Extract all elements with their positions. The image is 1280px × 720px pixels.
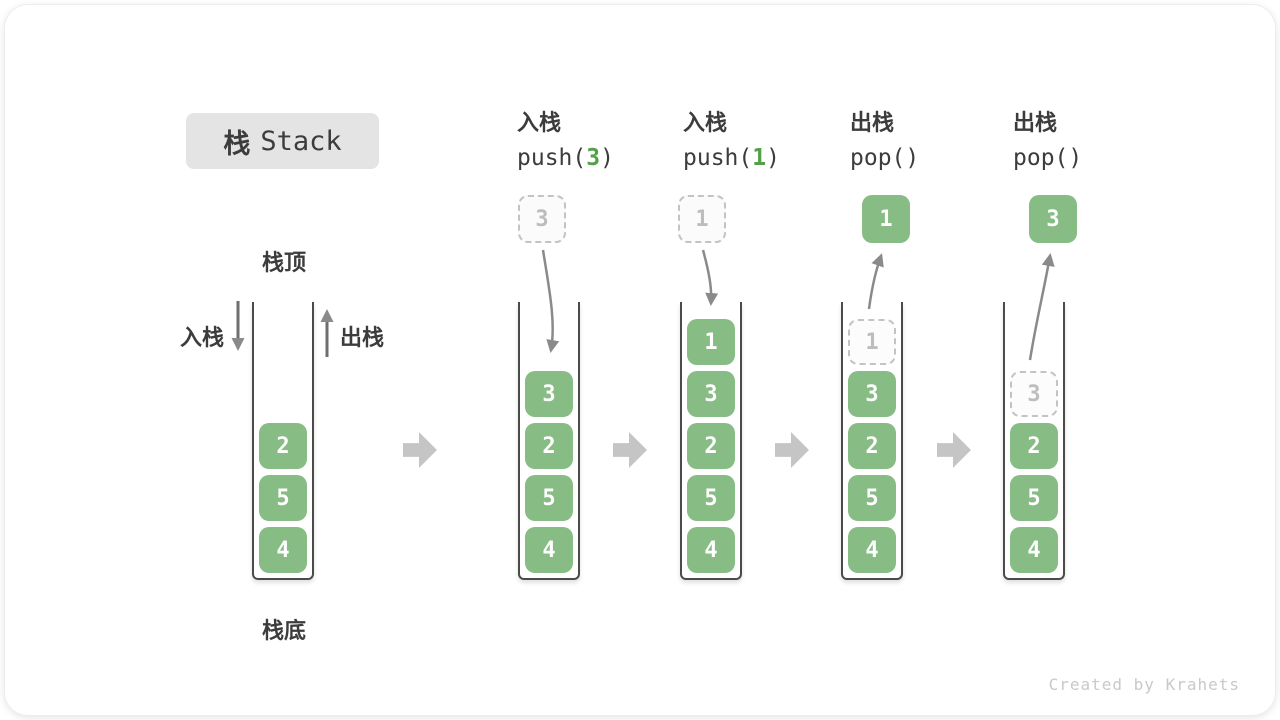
pushed-value-box: 1 xyxy=(678,195,726,243)
op-code: push(1) xyxy=(683,142,853,174)
stack-item: 4 xyxy=(259,527,307,573)
op-code: push(3) xyxy=(517,142,687,174)
stack-after-push3: 3 2 5 4 xyxy=(518,302,580,580)
stack-item: 4 xyxy=(1010,527,1058,573)
stack-after-push1: 1 3 2 5 4 xyxy=(680,302,742,580)
stack-item-removed: 3 xyxy=(1010,371,1058,417)
op-code: pop() xyxy=(1013,142,1183,174)
stack-item: 2 xyxy=(1010,423,1058,469)
stack-after-pop1: 1 3 2 5 4 xyxy=(841,302,903,580)
code-pre: pop() xyxy=(850,145,920,171)
code-arg: 1 xyxy=(752,145,767,171)
stack-item: 4 xyxy=(848,527,896,573)
op-code: pop() xyxy=(850,142,1020,174)
op-header-pop1: 出栈 pop() xyxy=(850,108,1020,174)
op-header-push1: 入栈 push(1) xyxy=(683,108,853,174)
title-zh: 栈 xyxy=(223,128,251,159)
popped-value-box: 1 xyxy=(862,195,910,243)
code-pre: push( xyxy=(683,145,753,171)
stack-item: 4 xyxy=(687,527,735,573)
op-name: 入栈 xyxy=(683,110,728,135)
popped-value-box: 3 xyxy=(1029,195,1077,243)
stack-item: 3 xyxy=(525,371,573,417)
stack-item: 2 xyxy=(848,423,896,469)
code-post: ) xyxy=(600,145,614,171)
stack-item: 2 xyxy=(259,423,307,469)
op-name: 出栈 xyxy=(1013,110,1058,135)
op-header-push3: 入栈 push(3) xyxy=(517,108,687,174)
stack-after-pop3: 3 2 5 4 xyxy=(1003,302,1065,580)
stack-item: 1 xyxy=(687,319,735,365)
code-pre: push( xyxy=(517,145,587,171)
label-push-side: 入栈 xyxy=(179,325,224,350)
stack-initial: 2 5 4 xyxy=(252,302,314,580)
stack-item: 3 xyxy=(687,371,735,417)
op-header-pop3: 出栈 pop() xyxy=(1013,108,1183,174)
watermark: Created by Krahets xyxy=(1048,675,1240,694)
stack-item: 5 xyxy=(525,475,573,521)
diagram-title: 栈 Stack xyxy=(186,113,379,169)
pushed-value-box: 3 xyxy=(518,195,566,243)
code-pre: pop() xyxy=(1013,145,1083,171)
stack-item: 3 xyxy=(848,371,896,417)
label-pop-side: 出栈 xyxy=(340,325,385,350)
stack-item-removed: 1 xyxy=(848,319,896,365)
stack-item: 5 xyxy=(1010,475,1058,521)
op-name: 出栈 xyxy=(850,110,895,135)
op-name: 入栈 xyxy=(517,110,562,135)
title-en: Stack xyxy=(260,125,342,157)
label-stack-top: 栈顶 xyxy=(261,250,306,275)
label-stack-bottom: 栈底 xyxy=(261,618,306,643)
code-arg: 3 xyxy=(586,145,601,171)
stack-item: 5 xyxy=(848,475,896,521)
code-post: ) xyxy=(766,145,780,171)
stack-item: 5 xyxy=(259,475,307,521)
stack-item: 5 xyxy=(687,475,735,521)
stack-item: 4 xyxy=(525,527,573,573)
stack-item: 2 xyxy=(525,423,573,469)
stack-item: 2 xyxy=(687,423,735,469)
